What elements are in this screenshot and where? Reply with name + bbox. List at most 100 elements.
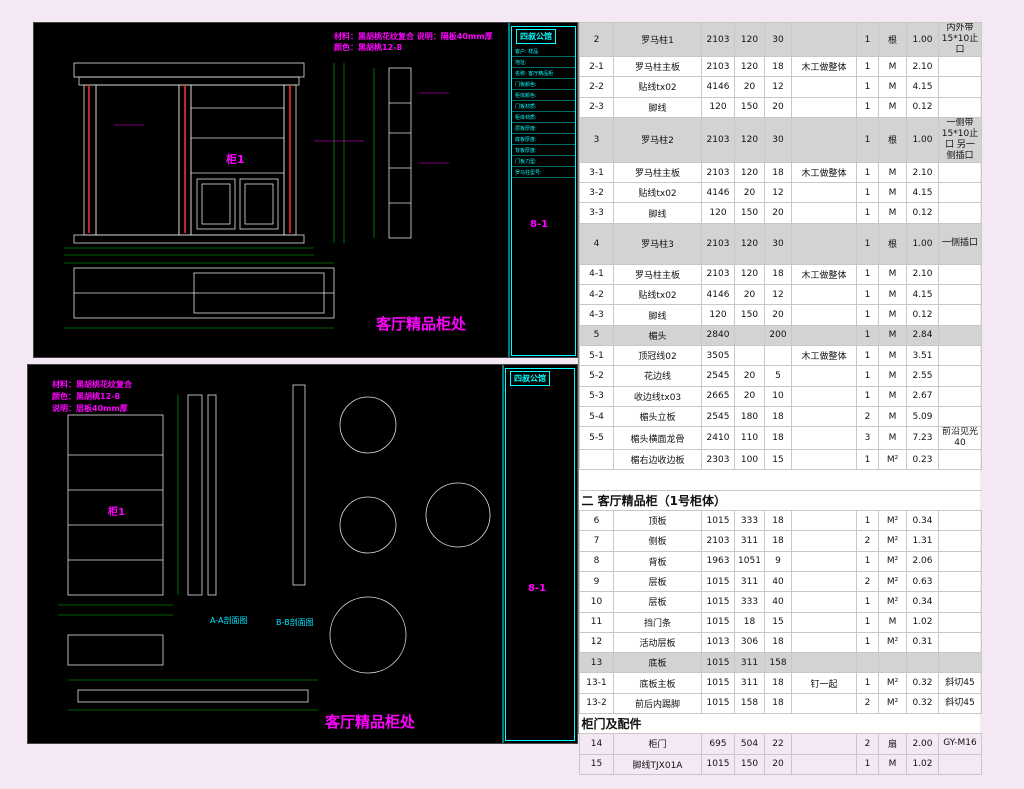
cell-unit: M — [878, 753, 907, 775]
cell-proc — [791, 324, 857, 346]
cell-t: 18 — [764, 530, 792, 552]
cell-len: 2840 — [701, 324, 735, 346]
cell-len: 2103 — [701, 222, 735, 265]
section-heading — [579, 469, 982, 491]
cell-no: 4-1 — [579, 263, 614, 286]
cell-t: 40 — [764, 591, 792, 613]
cell-w: 20 — [734, 182, 765, 204]
title-block-top: 四叔公馆 客户: 样品 地址: 名称: 客厅精品柜 门板颜色: 柜体颜色: 门板… — [511, 26, 576, 356]
cell-no: 3-2 — [579, 182, 614, 204]
cell-name: 贴线tx02 — [613, 284, 702, 306]
cell-unit: M² — [878, 530, 907, 552]
cell-w: 1051 — [734, 550, 765, 572]
cell-unit: M — [878, 182, 907, 204]
cell-note: 内外带15*10止口 — [938, 22, 982, 57]
cell-unit — [878, 652, 907, 674]
company-logo: 四叔公馆 — [510, 371, 550, 386]
cell-t: 22 — [764, 733, 792, 755]
cell-t: 18 — [764, 426, 792, 451]
cell-note — [938, 365, 982, 387]
cell-name: 前后内踢脚 — [613, 692, 702, 715]
cell-len: 1015 — [701, 570, 735, 593]
cell-name: 罗马柱主板 — [613, 55, 702, 78]
cell-note: 前沿见光40 — [938, 426, 982, 451]
cell-qty: 1 — [856, 510, 879, 532]
cell-proc — [791, 284, 857, 306]
cell-t: 15 — [764, 449, 792, 471]
cell-len: 2410 — [701, 426, 735, 451]
cell-amt: 5.09 — [906, 405, 939, 428]
color-note: 颜色：黑胡桃12-8 — [52, 392, 121, 401]
cell-t: 158 — [764, 652, 792, 674]
thickness-note: 说明：层板40mm厚 — [52, 404, 128, 413]
cell-note — [938, 55, 982, 78]
cell-len: 3505 — [701, 344, 735, 367]
cell-proc: 木工做整体 — [791, 161, 857, 184]
cell-w — [734, 344, 765, 367]
cell-note — [938, 591, 982, 613]
cell-qty: 1 — [856, 753, 879, 775]
cell-qty: 2 — [856, 530, 879, 552]
cell-name: 柜门 — [613, 733, 702, 755]
cell-len: 1015 — [701, 692, 735, 715]
cell-t: 18 — [764, 692, 792, 715]
company-logo: 四叔公馆 — [516, 29, 556, 44]
cell-note — [938, 76, 982, 98]
cell-amt: 0.12 — [906, 202, 939, 224]
cell-amt: 0.32 — [906, 672, 939, 694]
cell-unit: M² — [878, 550, 907, 572]
cell-qty: 1 — [856, 76, 879, 98]
cell-amt: 2.55 — [906, 365, 939, 387]
cell-name: 贴线tx02 — [613, 182, 702, 204]
cell-t: 12 — [764, 76, 792, 98]
cell-amt: 1.00 — [906, 22, 939, 57]
cell-proc — [791, 550, 857, 572]
cell-len: 1015 — [701, 591, 735, 613]
cell-name: 花边线 — [613, 365, 702, 387]
cell-no: 5-3 — [579, 385, 614, 407]
cell-unit: M — [878, 263, 907, 286]
cell-qty — [856, 652, 879, 674]
cell-unit: M — [878, 385, 907, 407]
cell-w: 150 — [734, 96, 765, 118]
cell-proc: 钉一起 — [791, 672, 857, 694]
cell-note — [938, 449, 982, 471]
cell-note — [938, 510, 982, 532]
cell-proc — [791, 365, 857, 387]
cell-qty: 1 — [856, 449, 879, 471]
drawing-title: 客厅精品柜处 — [376, 315, 467, 333]
cabinet-sections-bottom — [58, 365, 504, 743]
cell-unit: M² — [878, 449, 907, 471]
cell-proc — [791, 96, 857, 118]
cell-no: 2-2 — [579, 76, 614, 98]
cell-t: 20 — [764, 304, 792, 326]
cell-w: 110 — [734, 426, 765, 451]
cell-unit: M — [878, 161, 907, 184]
cell-w: 504 — [734, 733, 765, 755]
section-a-label: A-A剖面图 — [210, 616, 248, 625]
cell-amt: 2.06 — [906, 550, 939, 572]
cell-unit: M — [878, 426, 907, 451]
cell-name: 层板 — [613, 591, 702, 613]
cell-amt: 1.02 — [906, 611, 939, 633]
cell-qty: 2 — [856, 570, 879, 593]
cell-unit: M — [878, 304, 907, 326]
cell-amt: 1.02 — [906, 753, 939, 775]
cell-unit: M — [878, 55, 907, 78]
cell-no: 8 — [579, 550, 614, 572]
cell-proc — [791, 222, 857, 265]
cell-w: 311 — [734, 570, 765, 593]
cell-qty: 1 — [856, 672, 879, 694]
cell-proc — [791, 591, 857, 613]
cell-len: 2103 — [701, 161, 735, 184]
cell-name: 楣头 — [613, 324, 702, 346]
cell-t: 30 — [764, 222, 792, 265]
cell-amt: 0.34 — [906, 591, 939, 613]
